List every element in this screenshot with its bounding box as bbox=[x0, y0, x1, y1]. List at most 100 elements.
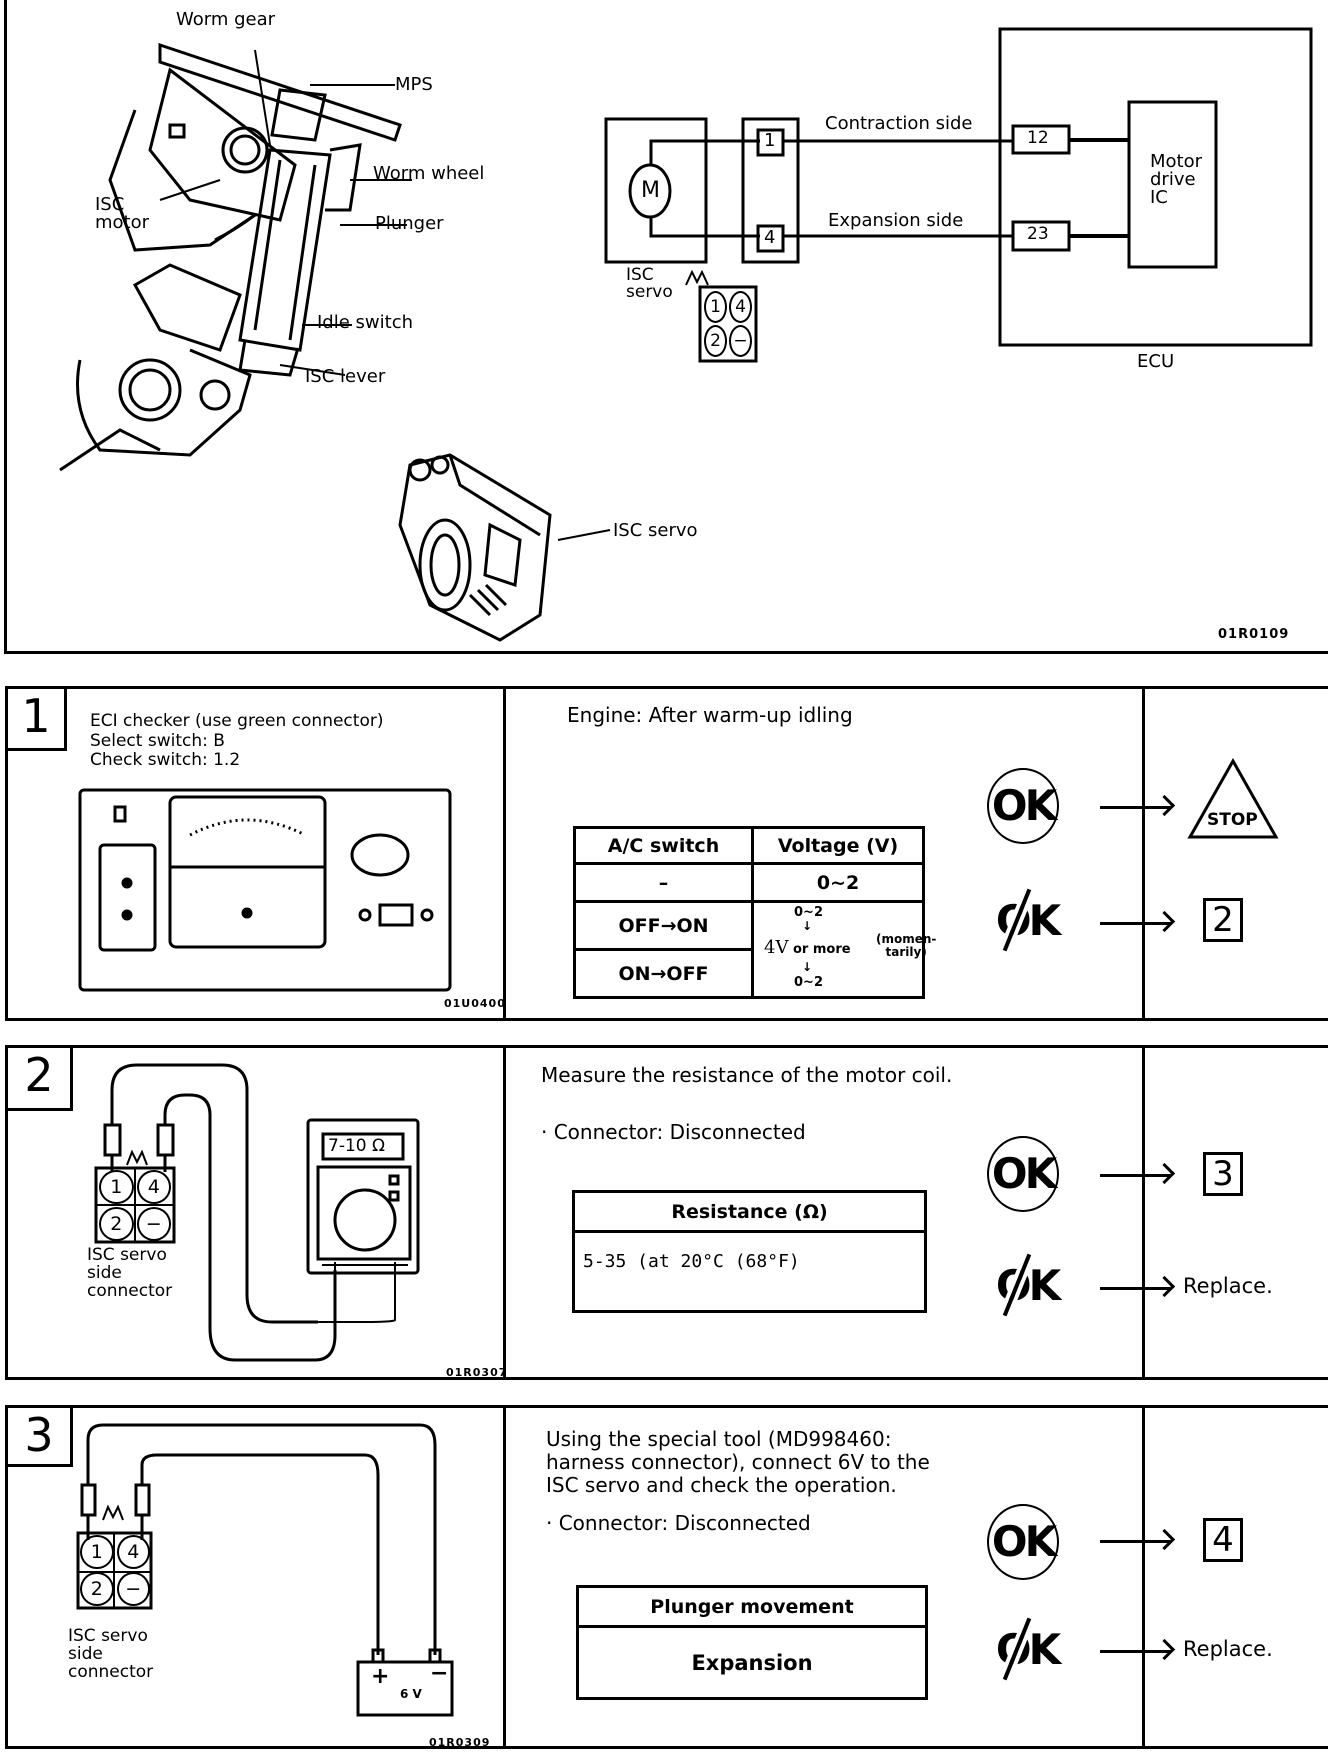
ng-label: OK bbox=[995, 1261, 1061, 1310]
connector-pin: − bbox=[729, 325, 752, 357]
voltage-note: (momen- tarily) bbox=[876, 932, 937, 960]
battery-plus: + bbox=[371, 1664, 390, 1689]
connector-pin: 2 bbox=[99, 1207, 134, 1241]
step-2-divider-left bbox=[503, 1045, 506, 1380]
ng-icon: OK bbox=[987, 1253, 1067, 1317]
step-3-divider-right bbox=[1142, 1405, 1145, 1749]
ecu-terminal-23: 23 bbox=[1027, 224, 1049, 244]
setup-line: ECI checker (use green connector) bbox=[90, 711, 384, 731]
circuit-diagram bbox=[604, 27, 1313, 363]
table-row: OFF→ON 0~2 ↓ 4V or more (momen- tarily) … bbox=[573, 900, 936, 999]
table-row: Expansion bbox=[576, 1625, 928, 1700]
goto-step-2[interactable]: 2 bbox=[1203, 898, 1243, 942]
table-row: ON→OFF bbox=[573, 948, 924, 999]
voltage-end: 0~2 bbox=[794, 975, 823, 990]
figure-frame bbox=[4, 0, 1328, 654]
connector-pin: 4 bbox=[136, 1170, 171, 1204]
stop-icon bbox=[1187, 757, 1279, 839]
eci-checker-drawing bbox=[78, 788, 452, 992]
connector-pin: − bbox=[116, 1572, 150, 1606]
connector-pin: 2 bbox=[80, 1572, 114, 1606]
voltage-peak-row: 4V or more bbox=[764, 937, 851, 958]
connector-pin: 4 bbox=[729, 291, 752, 323]
battery-label: 6 V bbox=[400, 1687, 422, 1701]
table-row: – 0~2 bbox=[573, 862, 925, 903]
figure-code: 01R0109 bbox=[1218, 627, 1290, 642]
step-3-bullet: · Connector: Disconnected bbox=[546, 1511, 811, 1535]
table-header: Voltage (V) bbox=[751, 826, 925, 865]
ng-arrow-icon bbox=[1100, 1650, 1170, 1653]
step-1-frame bbox=[5, 686, 1328, 1021]
stop-label: STOP bbox=[1207, 810, 1258, 830]
label-contraction-side: Contraction side bbox=[825, 113, 973, 134]
ok-icon: OK bbox=[987, 1504, 1059, 1580]
step-3-connector-label: ISC servo side connector bbox=[68, 1626, 154, 1682]
label-idle-switch: Idle switch bbox=[317, 312, 413, 333]
ng-icon: OK bbox=[987, 1617, 1067, 1681]
down-arrow-icon: ↓ bbox=[802, 960, 813, 974]
step-1-voltage-table: A/C switch Voltage (V) – 0~2 OFF→ON 0~2 … bbox=[573, 826, 936, 999]
ok-icon: OK bbox=[987, 768, 1059, 844]
ecu-terminal-12: 12 bbox=[1027, 128, 1049, 148]
step-3-number: 3 bbox=[5, 1405, 73, 1467]
setup-line: Check switch: 1.2 bbox=[90, 750, 241, 771]
connector-pin: 4 bbox=[116, 1535, 150, 1569]
step-3-image-code: 01R0309 bbox=[429, 1736, 491, 1749]
step-1-condition: Engine: After warm-up idling bbox=[567, 703, 853, 727]
voltage-peak: 4V bbox=[764, 937, 789, 958]
table-cell: 0~2 bbox=[751, 862, 925, 903]
replace-text: Replace. bbox=[1183, 1274, 1273, 1298]
voltage-transition-cell: 0~2 ↓ 4V or more (momen- tarily) ↓ 0~2 bbox=[751, 900, 936, 999]
step-2-instruction: Measure the resistance of the motor coil… bbox=[541, 1063, 953, 1087]
step-2-frame bbox=[5, 1045, 1328, 1380]
step-2-divider-right bbox=[1142, 1045, 1145, 1380]
step-2-resistance-table: Resistance (Ω) 5-35 (at 20°C (68°F) bbox=[572, 1190, 927, 1313]
label-mps: MPS bbox=[395, 74, 433, 95]
goto-step-4[interactable]: 4 bbox=[1203, 1518, 1243, 1562]
table-row: 5-35 (at 20°C (68°F) bbox=[572, 1230, 927, 1313]
step-1-divider-right bbox=[1142, 686, 1145, 1021]
battery-minus: − bbox=[430, 1661, 449, 1686]
replace-text: Replace. bbox=[1183, 1637, 1273, 1661]
motor-symbol: M bbox=[641, 178, 660, 203]
step-1-number: 1 bbox=[5, 686, 67, 751]
ng-arrow-icon bbox=[1100, 1287, 1170, 1290]
down-arrow-icon: ↓ bbox=[802, 919, 813, 933]
table-cell: – bbox=[573, 862, 754, 903]
label-isc-motor: ISC motor bbox=[95, 194, 150, 233]
ng-label: OK bbox=[995, 896, 1061, 945]
connector-pin: 1 bbox=[80, 1535, 114, 1569]
label-expansion-side: Expansion side bbox=[828, 210, 964, 231]
step-1-divider-left bbox=[503, 686, 506, 1021]
step-2-connector-pins: 1 4 2 − bbox=[99, 1170, 171, 1241]
ng-label: OK bbox=[995, 1625, 1061, 1674]
label-circuit-isc-servo: ISC servo bbox=[626, 265, 673, 302]
meter-display: 7-10 Ω bbox=[328, 1136, 385, 1156]
table-cell: 5-35 (at 20°C (68°F) bbox=[572, 1230, 927, 1313]
step-2-meter-wiring bbox=[94, 1063, 420, 1362]
table-header: Resistance (Ω) bbox=[572, 1190, 927, 1233]
label-worm-gear: Worm gear bbox=[176, 9, 276, 30]
step-2-image-code: 01R0307 bbox=[446, 1366, 508, 1379]
table-header: A/C switch bbox=[573, 826, 754, 865]
goto-step-3[interactable]: 3 bbox=[1203, 1152, 1243, 1196]
label-ecu: ECU bbox=[1137, 351, 1175, 372]
ng-arrow-icon bbox=[1100, 922, 1170, 925]
step-3-divider-left bbox=[503, 1405, 506, 1749]
ok-arrow-icon bbox=[1100, 1540, 1170, 1543]
step-1-image-code: 01U0400 bbox=[444, 997, 506, 1010]
setup-line: Select switch: B bbox=[90, 730, 225, 751]
label-isc-lever: ISC lever bbox=[305, 366, 386, 387]
table-cell: Expansion bbox=[576, 1625, 928, 1700]
servo-terminal-1: 1 bbox=[764, 130, 776, 151]
step-3-plunger-table: Plunger movement Expansion bbox=[576, 1585, 928, 1700]
connector-pin: 1 bbox=[704, 291, 727, 323]
ok-arrow-icon bbox=[1100, 1174, 1170, 1177]
connector-pin: − bbox=[136, 1207, 171, 1241]
step-2-number: 2 bbox=[5, 1045, 73, 1111]
step-3-battery-wiring bbox=[76, 1423, 454, 1717]
connector-pin: 1 bbox=[99, 1170, 134, 1204]
label-isc-servo: ISC servo bbox=[613, 520, 698, 541]
servo-terminal-4: 4 bbox=[764, 227, 776, 248]
label-motor-drive-ic: Motor drive IC bbox=[1150, 151, 1203, 208]
